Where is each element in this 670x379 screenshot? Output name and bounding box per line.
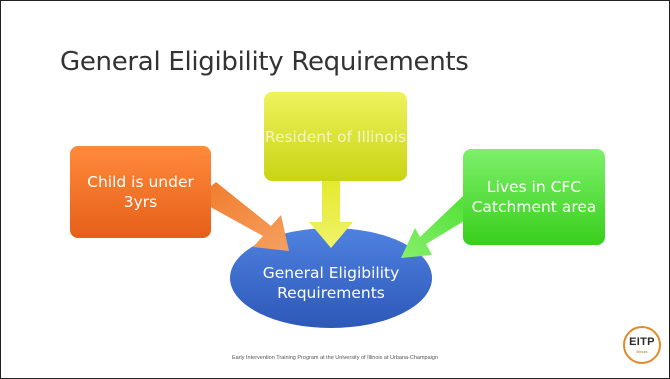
eitp-logo: EITP illinois: [623, 326, 661, 364]
logo-text: EITP: [629, 336, 655, 348]
box-resident-illinois: Resident of Illinois: [264, 92, 407, 181]
center-label: General Eligibility Requirements: [262, 264, 400, 302]
box-lives-in-cfc: Lives in CFC Catchment area: [463, 149, 605, 245]
logo-subtext: illinois: [636, 349, 648, 354]
right-arrow: [401, 196, 474, 258]
slide-title: General Eligibility Requirements: [60, 47, 469, 77]
top-arrow: [309, 179, 353, 248]
box-child-under-3: Child is under 3yrs: [70, 146, 211, 238]
center-ellipse: [230, 228, 432, 328]
left-arrow: [196, 182, 289, 251]
slide-footer: Early Intervention Training Program at t…: [231, 355, 439, 361]
